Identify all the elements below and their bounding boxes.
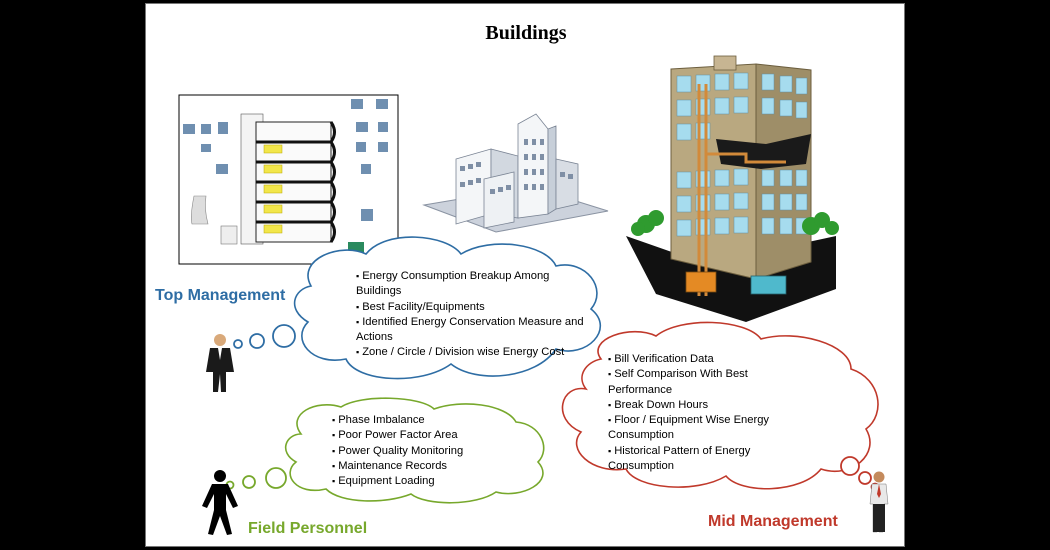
mid-manager-person-icon (869, 471, 889, 533)
list-item: Floor / Equipment Wise Energy Consumptio… (608, 413, 808, 444)
field-personnel-list: Phase Imbalance Poor Power Factor Area P… (332, 413, 532, 489)
list-item: Bill Verification Data (608, 352, 808, 367)
top-management-list: Energy Consumption Breakup Among Buildin… (356, 269, 591, 361)
list-item: Power Quality Monitoring (332, 444, 532, 459)
top-manager-person-icon (206, 334, 234, 392)
page-title: Buildings (485, 22, 567, 44)
field-person-icon (202, 470, 238, 535)
mid-management-list: Bill Verification Data Self Comparison W… (608, 352, 808, 474)
top-management-bubble-trail (233, 324, 296, 349)
list-item: Maintenance Records (332, 459, 532, 474)
list-item: Break Down Hours (608, 398, 808, 413)
tall-building-image (626, 55, 839, 322)
list-item: Historical Pattern of Energy Consumption (608, 444, 808, 475)
list-item: Equipment Loading (332, 474, 532, 489)
list-item: Self Comparison With Best Performance (608, 367, 808, 398)
top-management-label: Top Management (155, 287, 286, 304)
field-personnel-label: Field Personnel (248, 520, 368, 537)
list-item: Zone / Circle / Division wise Energy Cos… (356, 345, 591, 360)
list-item: Energy Consumption Breakup Among Buildin… (356, 269, 591, 300)
field-personnel-bubble-trail (225, 467, 287, 490)
building-floor-plan-image (178, 94, 399, 265)
mid-management-label: Mid Management (708, 513, 838, 530)
list-item: Identified Energy Conservation Measure a… (356, 315, 591, 346)
city-buildings-image (422, 113, 609, 233)
list-item: Poor Power Factor Area (332, 428, 532, 443)
list-item: Best Facility/Equipments (356, 300, 591, 315)
slide: Buildings Top Management Field Personnel… (145, 3, 905, 547)
list-item: Phase Imbalance (332, 413, 532, 428)
